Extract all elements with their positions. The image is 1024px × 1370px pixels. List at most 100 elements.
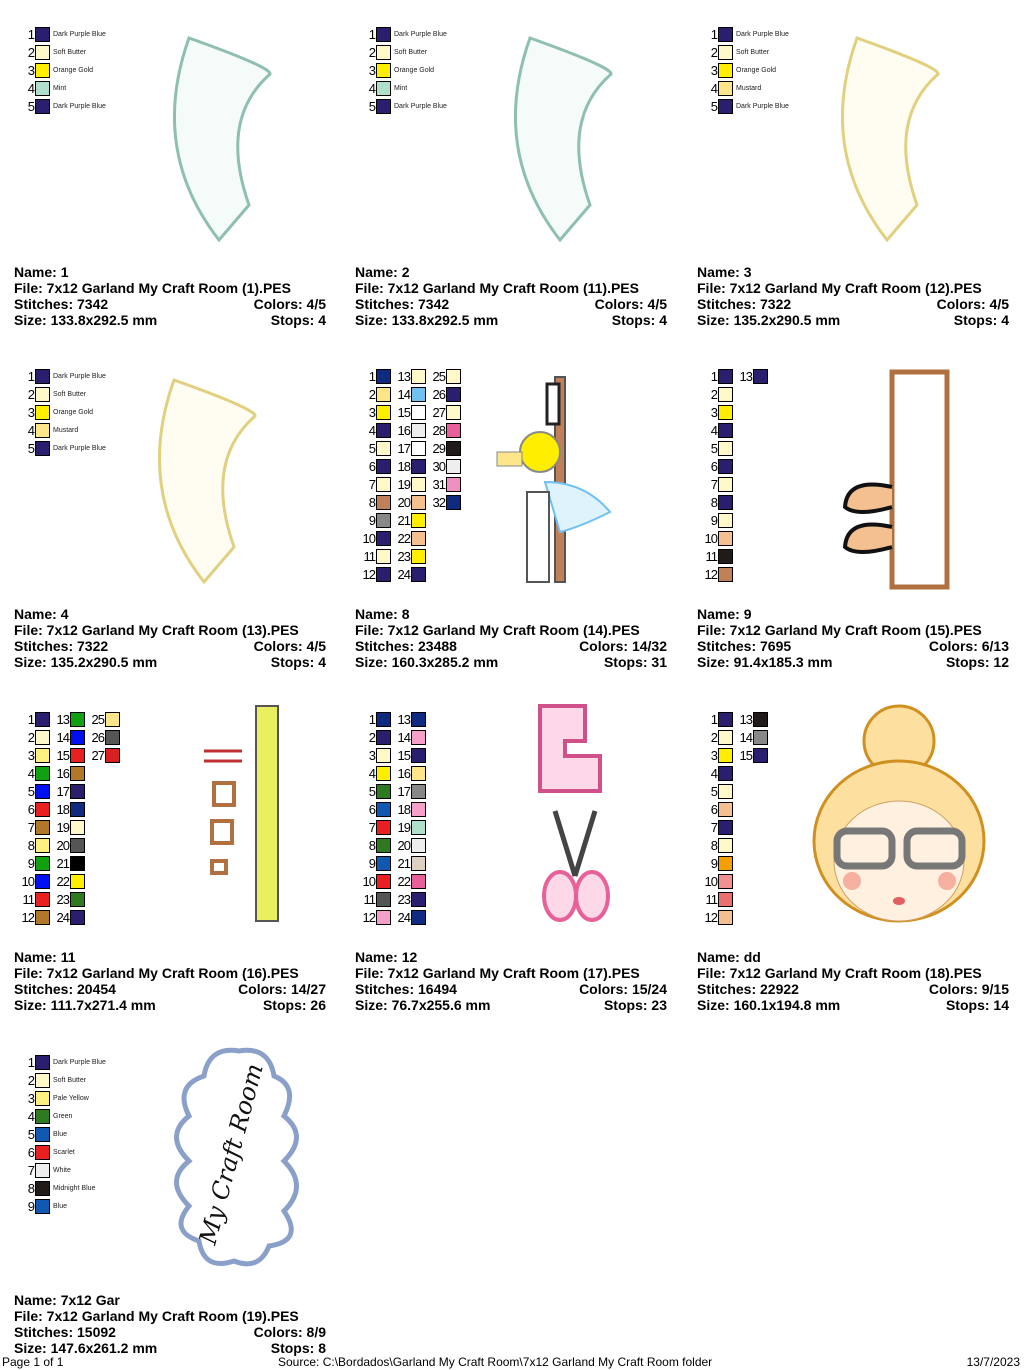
design-info: Name: 8 File: 7x12 Garland My Craft Room… <box>355 606 667 670</box>
color-swatch-item: 12 <box>701 909 733 925</box>
color-number: 5 <box>368 440 376 456</box>
color-swatch-item: 1 <box>18 711 50 727</box>
color-number: 31 <box>432 476 446 492</box>
color-swatch <box>35 44 50 60</box>
color-number: 28 <box>432 422 446 438</box>
color-number: 4 <box>710 422 718 438</box>
file-label: File: <box>697 280 726 296</box>
color-swatch <box>376 855 391 871</box>
color-swatch-item: 19 <box>394 476 426 492</box>
color-swatch-item: 11 <box>359 548 391 564</box>
color-swatch-item: 23 <box>394 891 426 907</box>
color-swatch-item: 5 <box>701 783 733 799</box>
color-swatch <box>70 729 85 745</box>
color-label: Dark Purple Blue <box>736 30 789 38</box>
color-number: 18 <box>56 801 70 817</box>
color-swatch-item: 26 <box>429 386 461 402</box>
color-number: 19 <box>397 476 411 492</box>
color-swatch-item: 13 <box>394 368 426 384</box>
color-number: 17 <box>397 783 411 799</box>
color-swatch <box>376 62 391 78</box>
color-swatch-item: 5 <box>701 440 733 456</box>
stop-count: 23 <box>651 997 667 1013</box>
design-preview-image <box>154 372 284 597</box>
file-label: File: <box>355 965 384 981</box>
color-swatch <box>105 729 120 745</box>
color-swatch <box>376 494 391 510</box>
design-info: Name: 2 File: 7x12 Garland My Craft Room… <box>355 264 667 328</box>
color-swatch <box>35 404 50 420</box>
color-number: 7 <box>27 1162 35 1178</box>
color-swatch <box>376 909 391 925</box>
color-number: 15 <box>739 747 753 763</box>
color-swatch-item: 32 <box>429 494 461 510</box>
colors-label: Colors: <box>579 981 629 997</box>
color-swatch <box>105 711 120 727</box>
name-label: Name: <box>14 949 57 965</box>
size-label: Size: <box>355 997 388 1013</box>
color-swatch-item: 19 <box>394 819 426 835</box>
color-swatch <box>411 783 426 799</box>
name-label: Name: <box>697 949 740 965</box>
color-swatch <box>35 368 50 384</box>
color-swatch <box>411 891 426 907</box>
color-swatch <box>446 440 461 456</box>
color-swatch-item: 6 <box>701 458 733 474</box>
color-swatch-item: 20 <box>53 837 85 853</box>
color-number: 3 <box>368 62 376 78</box>
color-label: Mustard <box>736 84 762 92</box>
design-info: Name: 4 File: 7x12 Garland My Craft Room… <box>14 606 326 670</box>
stitch-count: 23488 <box>418 638 457 654</box>
print-date: 13/7/2023 <box>966 1355 1020 1369</box>
color-swatch-item: 22 <box>394 873 426 889</box>
color-number: 13 <box>56 711 70 727</box>
color-swatch <box>35 711 50 727</box>
color-number: 8 <box>27 1180 35 1196</box>
stitch-count: 7342 <box>418 296 450 312</box>
stitches-label: Stitches: <box>14 638 74 654</box>
color-swatch-item: 4 <box>18 765 50 781</box>
color-swatch-item: 17 <box>394 440 426 456</box>
color-label: Dark Purple Blue <box>53 444 106 452</box>
color-swatch <box>35 1198 50 1214</box>
color-swatch <box>718 98 733 114</box>
design-size: 133.8x292.5 mm <box>50 312 158 328</box>
color-swatch-item: 11 <box>18 891 50 907</box>
color-swatch-item: 3 <box>18 747 50 763</box>
color-swatch <box>718 801 733 817</box>
color-number: 2 <box>27 1072 35 1088</box>
color-swatch <box>70 855 85 871</box>
color-swatch <box>753 747 768 763</box>
color-count: 6/13 <box>981 638 1009 654</box>
colors-label: Colors: <box>238 981 288 997</box>
file-name: 7x12 Garland My Craft Room (17).PES <box>387 965 640 981</box>
color-number: 21 <box>397 512 411 528</box>
color-number: 3 <box>27 747 35 763</box>
name-label: Name: <box>14 606 57 622</box>
color-swatch <box>376 747 391 763</box>
color-number: 1 <box>710 711 718 727</box>
color-number: 2 <box>27 729 35 745</box>
color-number: 1 <box>368 26 376 42</box>
color-swatch-item: 16 <box>394 422 426 438</box>
size-label: Size: <box>697 312 730 328</box>
color-swatch <box>411 422 426 438</box>
color-number: 7 <box>27 819 35 835</box>
color-swatch <box>35 909 50 925</box>
name-label: Name: <box>14 264 57 280</box>
color-swatch-item: 2 <box>701 729 733 745</box>
color-swatch <box>753 368 768 384</box>
color-number: 24 <box>397 909 411 925</box>
design-name: 3 <box>743 264 752 280</box>
color-label: Orange Gold <box>53 66 94 74</box>
color-number: 8 <box>368 837 376 853</box>
stitch-count: 22922 <box>760 981 799 997</box>
color-swatch <box>411 386 426 402</box>
color-swatch <box>411 873 426 889</box>
color-swatch-item: 28 <box>429 422 461 438</box>
